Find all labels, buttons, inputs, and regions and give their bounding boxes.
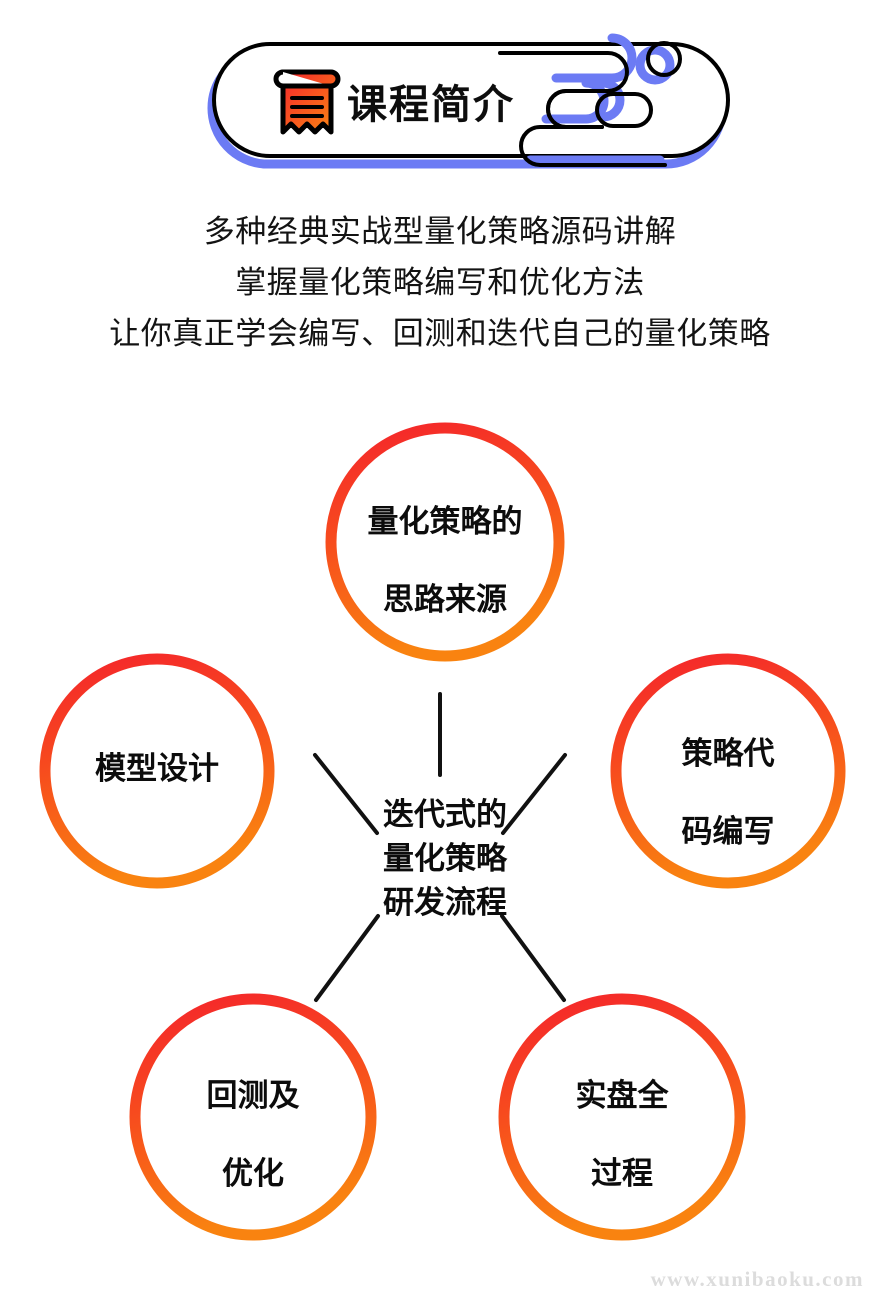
node-ring-idea-source [325,422,565,662]
diagram-svg [39,422,846,1241]
connector-to-backtest [314,914,380,1002]
node-ring-code-writing [610,653,846,889]
page-title: 课程简介 [347,83,515,127]
connector-to-model-design [313,753,379,835]
book-icon [273,69,341,135]
node-ring-live-trading [498,993,746,1241]
connector-to-code-writing [501,753,567,835]
process-diagram: 量化策略的 思路来源 模型设计 策略代 码编写 回测及 优化 实盘全 过程 迭代… [0,400,880,1270]
node-ring-model-design [39,653,275,889]
intro-line-3: 让你真正学会编写、回测和迭代自己的量化策略 [109,316,771,351]
intro-text-block: 多种经典实战型量化策略源码讲解 掌握量化策略编写和优化方法 让你真正学会编写、回… [0,206,880,359]
node-ring-backtest-opt [129,993,377,1241]
connector-to-live-trading [500,914,566,1002]
site-watermark: www.xunibaoku.com [650,1267,864,1291]
intro-line-1: 多种经典实战型量化策略源码讲解 [203,214,677,249]
connector-lines [313,692,567,1002]
maze-pattern-shadow [525,33,675,165]
header-banner: 课程简介 [0,0,880,185]
maze-pattern-decoration [498,41,682,167]
intro-line-2: 掌握量化策略编写和优化方法 [235,265,645,300]
header-decoration-svg [207,33,730,169]
